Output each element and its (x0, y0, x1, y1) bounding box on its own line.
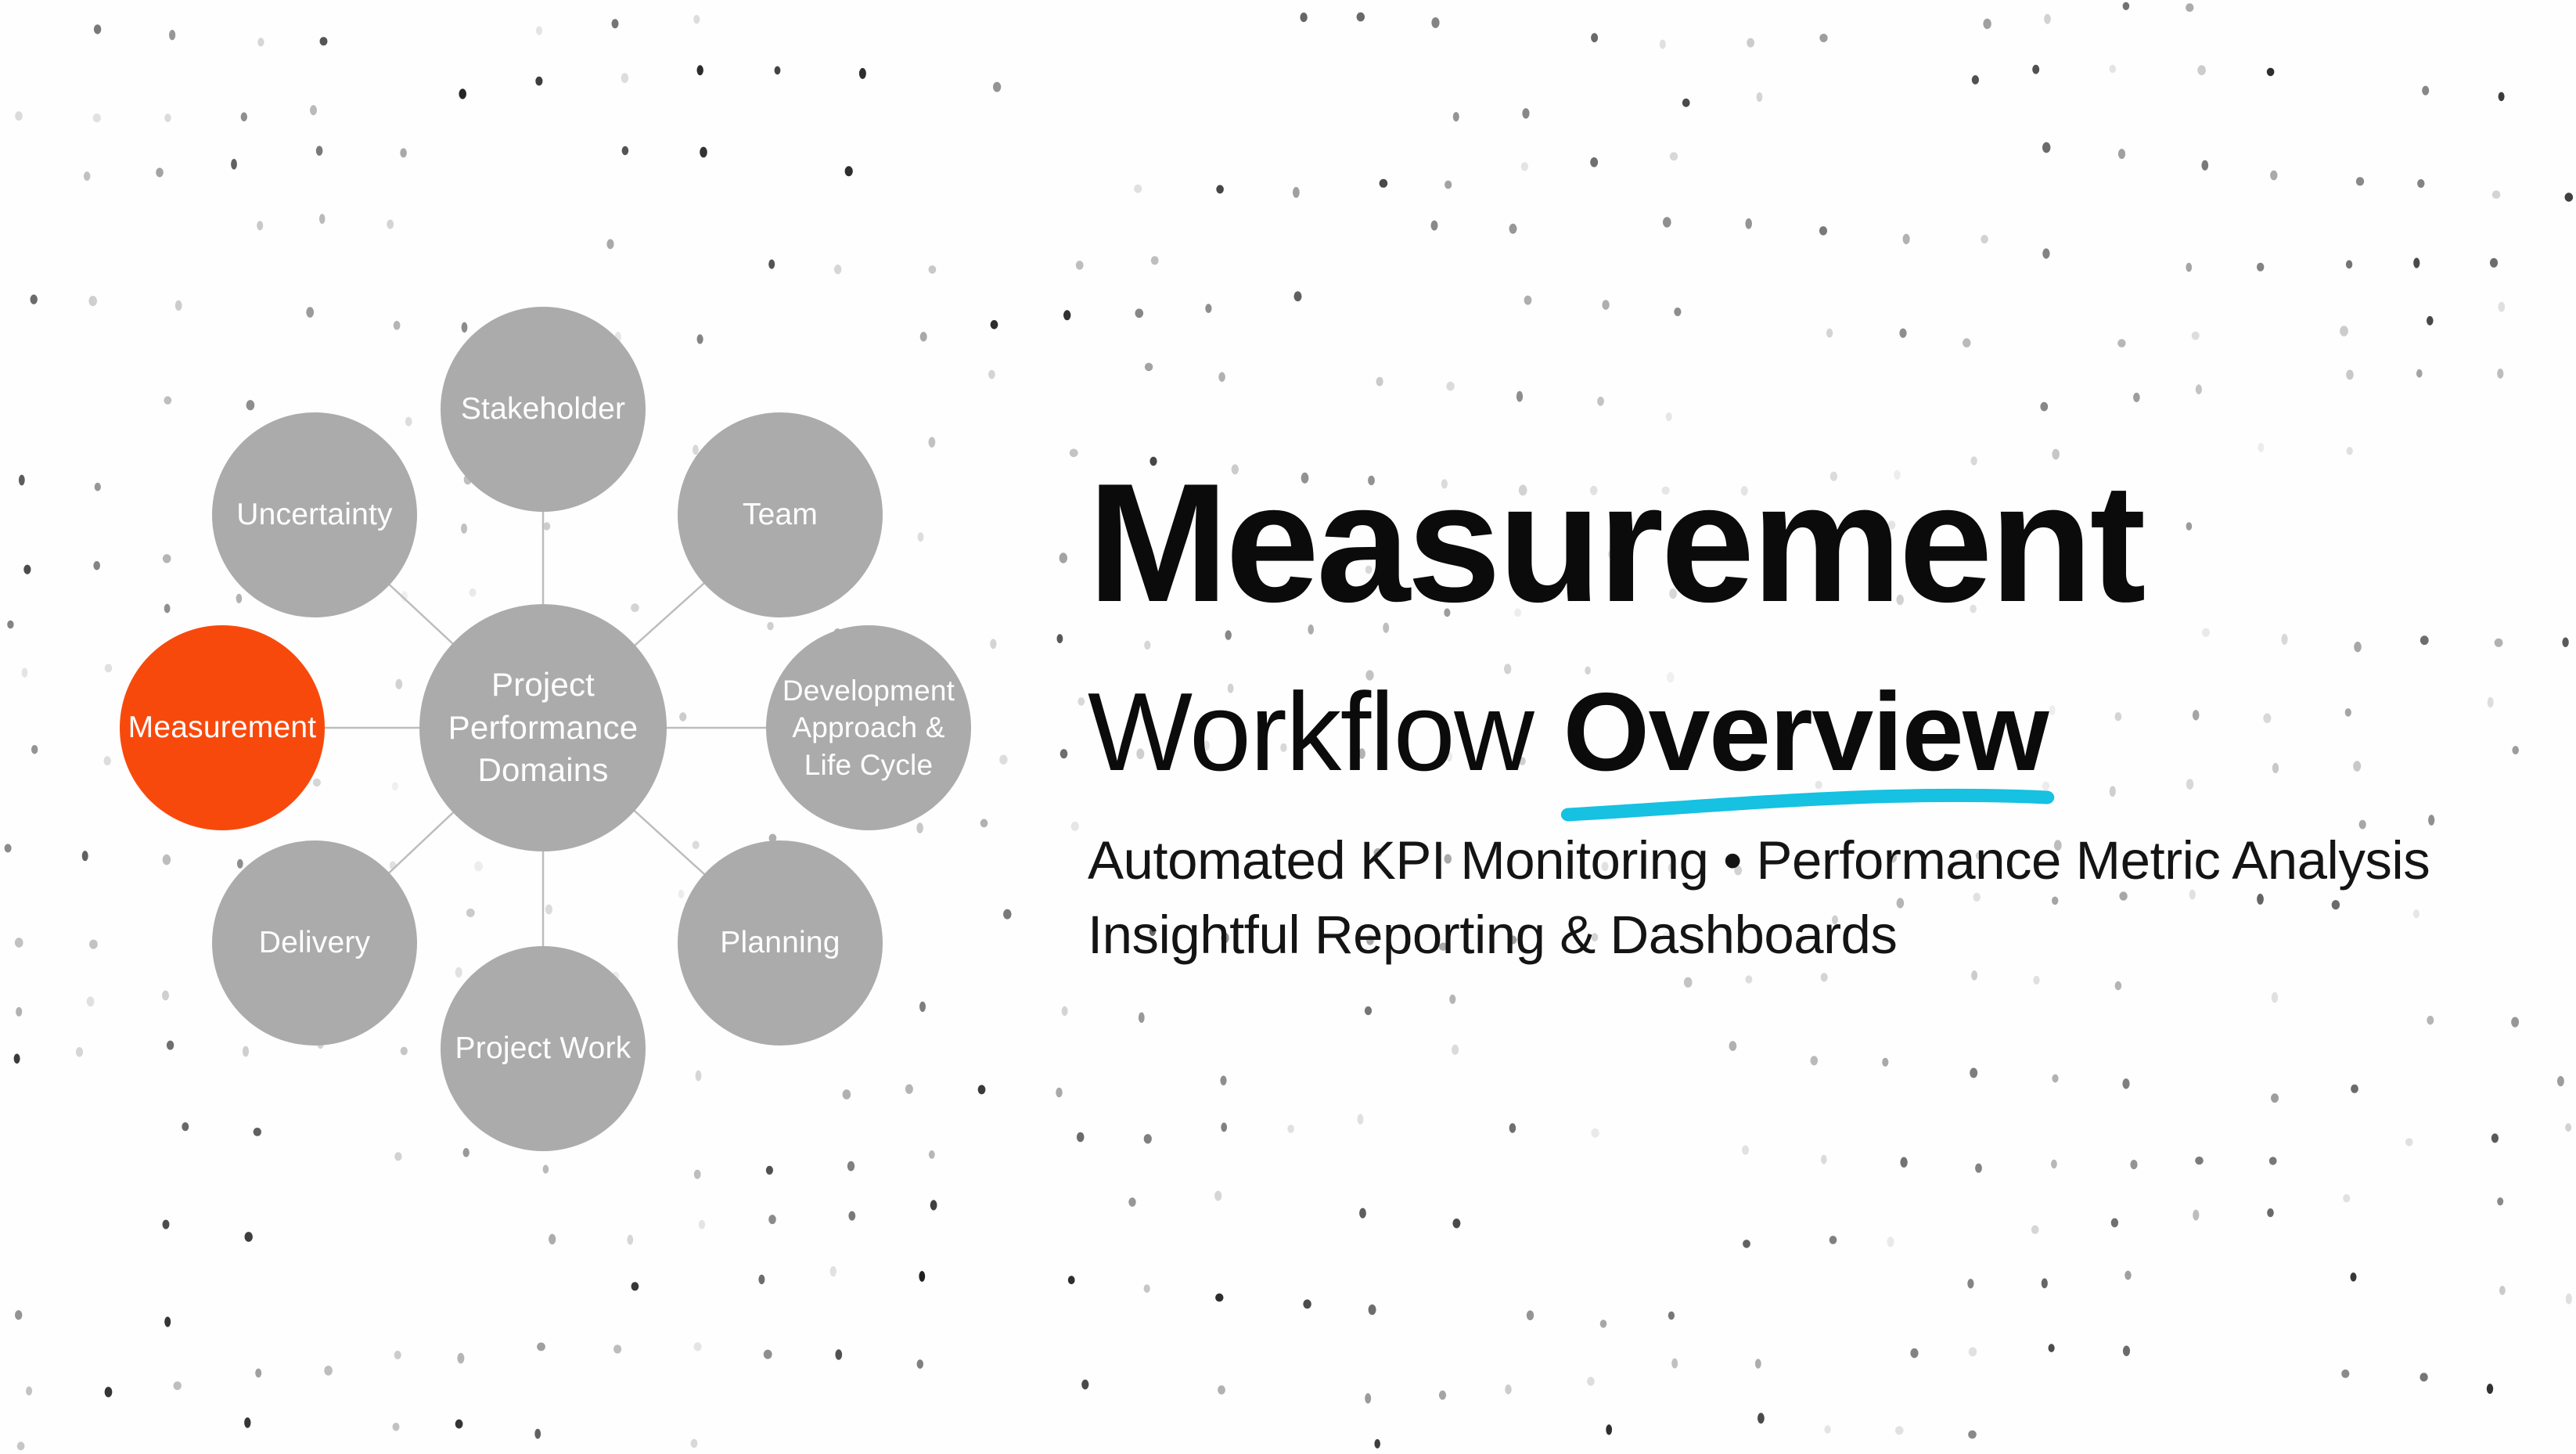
diagram-node-development-approach: Development Approach & Life Cycle (766, 625, 971, 830)
node-label: Team (742, 498, 818, 532)
diagram-center-label: Project Performance Domains (448, 666, 639, 789)
subtitle-overview: Overview (1561, 677, 2055, 822)
page-title: Measurement (1088, 448, 2146, 637)
node-label: Stakeholder (460, 392, 626, 426)
node-label: Uncertainty (236, 498, 393, 532)
diagram-center-node: Project Performance Domains (419, 604, 667, 851)
node-label: Planning (720, 926, 840, 960)
subtitle-workflow: Workflow (1088, 670, 1534, 794)
node-label: Development Approach & Life Cycle (782, 674, 955, 781)
diagram-node-stakeholder: Stakeholder (441, 307, 646, 512)
description: Automated KPI Monitoring • Performance M… (1088, 824, 2559, 972)
node-label: Project Work (455, 1031, 631, 1066)
diagram-node-measurement-active: Measurement (120, 625, 325, 830)
diagram-node-planning: Planning (678, 840, 883, 1046)
diagram-node-team: Team (678, 412, 883, 617)
underline-swoosh-icon (1561, 788, 2055, 822)
subtitle-overview-text: Overview (1563, 670, 2049, 794)
diagram-node-uncertainty: Uncertainty (212, 412, 417, 617)
diagram-node-delivery: Delivery (212, 840, 417, 1046)
node-label: Measurement (128, 711, 317, 745)
node-label: Delivery (258, 926, 371, 960)
description-line-1: Automated KPI Monitoring • Performance M… (1088, 830, 2430, 891)
diagram-node-project-work: Project Work (441, 946, 646, 1151)
description-line-2: Insightful Reporting & Dashboards (1088, 904, 1898, 965)
